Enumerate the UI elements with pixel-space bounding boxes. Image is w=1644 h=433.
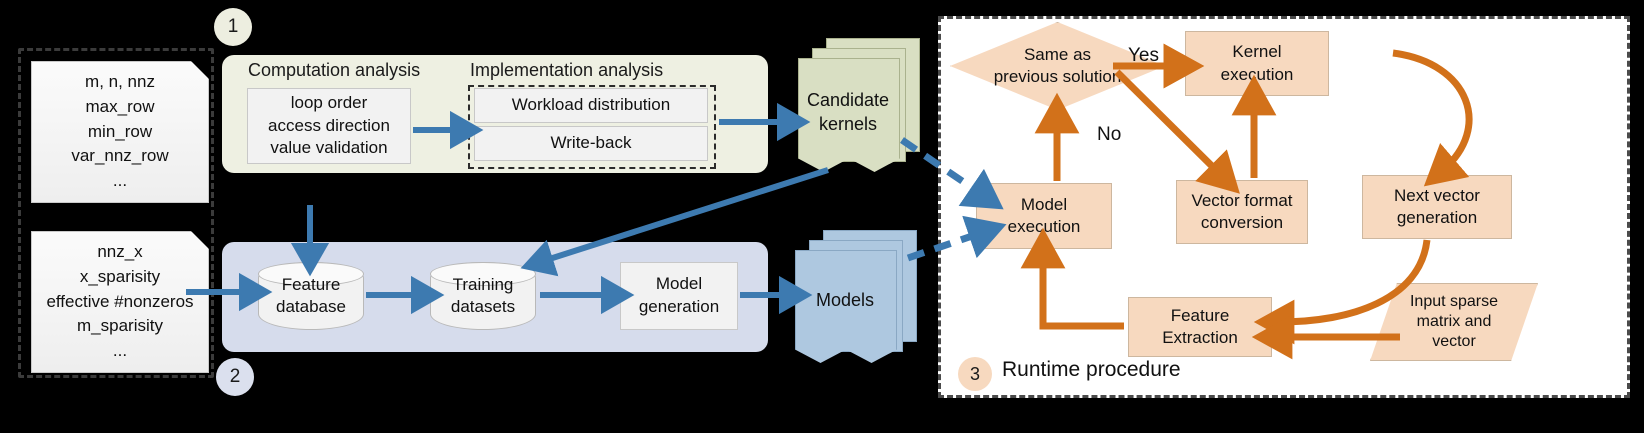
feature-extraction-box: Feature Extraction (1128, 297, 1272, 357)
stack-sheet-front (798, 58, 900, 172)
node-line: datasets (450, 297, 516, 316)
node-line: vector (1432, 333, 1476, 350)
box-line: Feature (1170, 305, 1230, 325)
decision-line: previous solution (993, 67, 1122, 86)
node-line: generation (638, 297, 720, 316)
node-line: database (276, 297, 346, 316)
candidate-kernels-stack: Candidate kernels (790, 38, 920, 172)
edge-label-yes: Yes (1128, 45, 1159, 66)
computation-item: access direction (268, 115, 390, 135)
box-line: execution (1007, 217, 1081, 236)
vector-features-document: nnz_x x_sparisity effective #nonzeros m_… (31, 231, 209, 373)
doc-line: ... (112, 340, 128, 360)
cylinder-top (430, 262, 536, 286)
training-datasets-node: Training datasets (430, 262, 536, 330)
doc-line: max_row (85, 97, 155, 117)
label-line: kernels (818, 114, 878, 135)
kernel-execution-box: Kernel execution (1185, 31, 1329, 96)
doc-line: effective #nonzeros (46, 291, 194, 311)
box-line: Next vector (1394, 185, 1480, 205)
model-generation-node: Model generation (620, 262, 738, 330)
node-line: matrix and (1416, 313, 1492, 330)
vector-format-conversion-box: Vector format conversion (1176, 180, 1308, 244)
doc-line: x_sparisity (79, 267, 161, 287)
section-badge-1: 1 (214, 8, 252, 46)
node-line: Model (655, 274, 703, 294)
doc-line: m, n, nnz (85, 72, 155, 92)
computation-analysis-box: loop order access direction value valida… (247, 88, 411, 164)
computation-analysis-caption: Computation analysis (248, 60, 421, 80)
doc-line: nnz_x (97, 242, 143, 262)
box-line: Extraction (1162, 328, 1238, 347)
page-fold-icon (191, 61, 209, 79)
input-features-group: m, n, nnz max_row min_row var_nnz_row ..… (18, 48, 214, 378)
box-line: Model (1020, 194, 1068, 214)
box-line: generation (1396, 208, 1478, 227)
model-execution-box: Model execution (976, 183, 1112, 249)
write-back-box: Write-back (474, 126, 708, 161)
section-badge-3: 3 (958, 357, 992, 391)
doc-line: min_row (87, 121, 153, 141)
box-line: Vector format (1191, 190, 1293, 210)
models-label: Models (815, 290, 875, 310)
node-line: Feature (281, 274, 341, 294)
section-badge-2: 2 (216, 358, 254, 396)
next-vector-generation-box: Next vector generation (1362, 175, 1512, 239)
box-line: conversion (1200, 213, 1284, 232)
input-sparse-matrix-and-vector-node: Input sparse matrix and vector (1370, 283, 1538, 361)
doc-line: m_sparisity (77, 316, 163, 336)
matrix-features-document: m, n, nnz max_row min_row var_nnz_row ..… (31, 61, 209, 203)
feature-database-node: Feature database (258, 262, 364, 330)
decision-line: Same as (1023, 44, 1092, 64)
computation-item: value validation (270, 138, 388, 158)
runtime-procedure-title: Runtime procedure (1002, 358, 1181, 381)
box-line: execution (1220, 64, 1294, 84)
box-line: Kernel (1232, 42, 1282, 62)
node-line: Training (452, 274, 514, 294)
workload-distribution-box: Workload distribution (474, 88, 708, 123)
computation-item: loop order (290, 92, 368, 112)
models-stack: Models (785, 230, 920, 363)
implementation-analysis-caption: Implementation analysis (470, 60, 664, 80)
node-line: Input sparse (1409, 293, 1499, 310)
page-fold-icon (191, 231, 209, 249)
doc-line: ... (112, 170, 128, 190)
label-line: Candidate (806, 90, 890, 110)
candidate-kernels-label: Candidate kernels (798, 88, 898, 137)
edge-label-no: No (1097, 124, 1122, 145)
doc-line: var_nnz_row (71, 146, 169, 166)
